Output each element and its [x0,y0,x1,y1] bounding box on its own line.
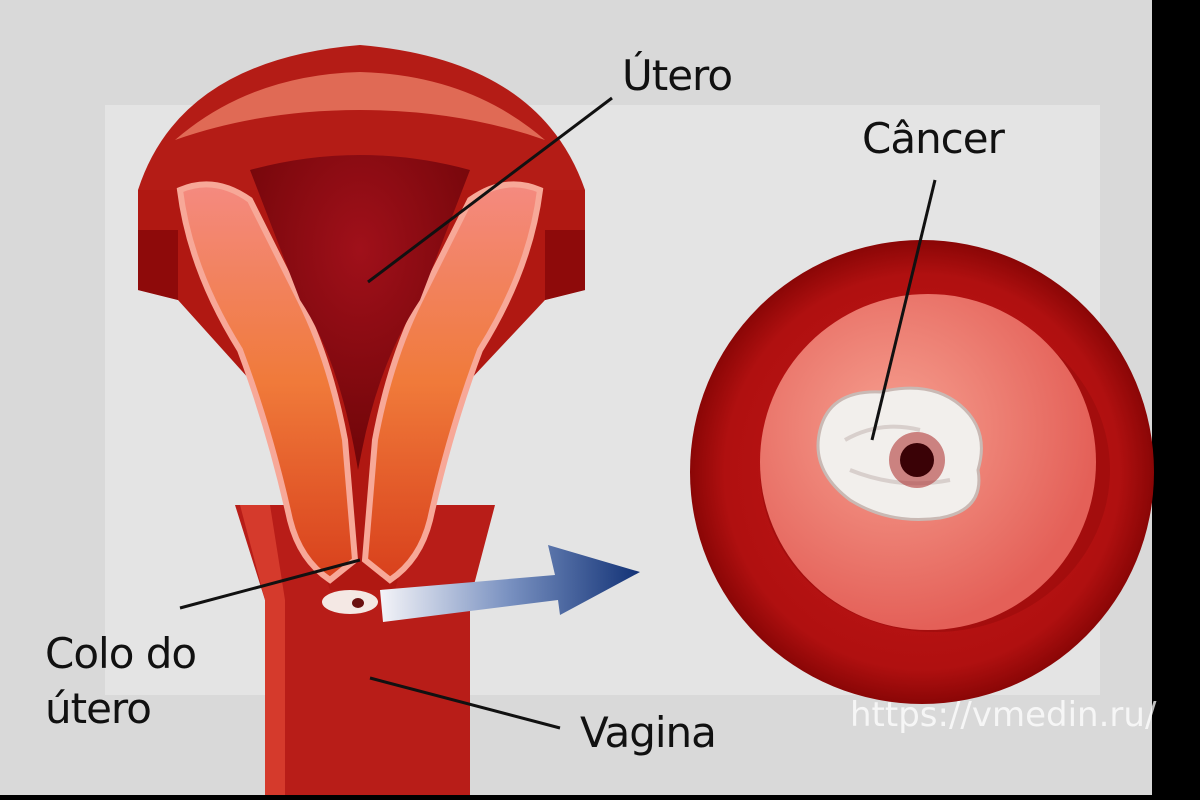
label-cervix-line1: Colo do [45,629,197,678]
cervix-lesion-small [322,590,378,614]
wall-shadow-right [545,230,585,300]
uterine-cavity [250,155,470,470]
cancer-leader-line [870,179,937,441]
label-vagina: Vagina [580,708,717,757]
cervix-leader-line [179,558,361,610]
leader-lines [179,96,937,730]
zoom-arrow [380,545,640,622]
cervix-closeup [690,240,1154,704]
watermark: https://vmedin.ru/ [850,695,1157,735]
wall-shadow-left [138,230,178,300]
uterus-leader-line [367,96,613,284]
vagina-highlight [240,505,285,795]
label-uterus: Útero [622,51,733,100]
lesion-texture [844,424,951,486]
fundus-highlight [175,72,545,140]
vagina-leader-line [369,676,561,730]
uterus-illustration [138,45,585,795]
label-cancer: Câncer [862,114,1005,163]
label-cervix-line2: útero [45,684,152,733]
cervix-lesion-dot [352,598,364,608]
uterus-fundus [138,45,585,190]
cervical-os [900,443,934,477]
